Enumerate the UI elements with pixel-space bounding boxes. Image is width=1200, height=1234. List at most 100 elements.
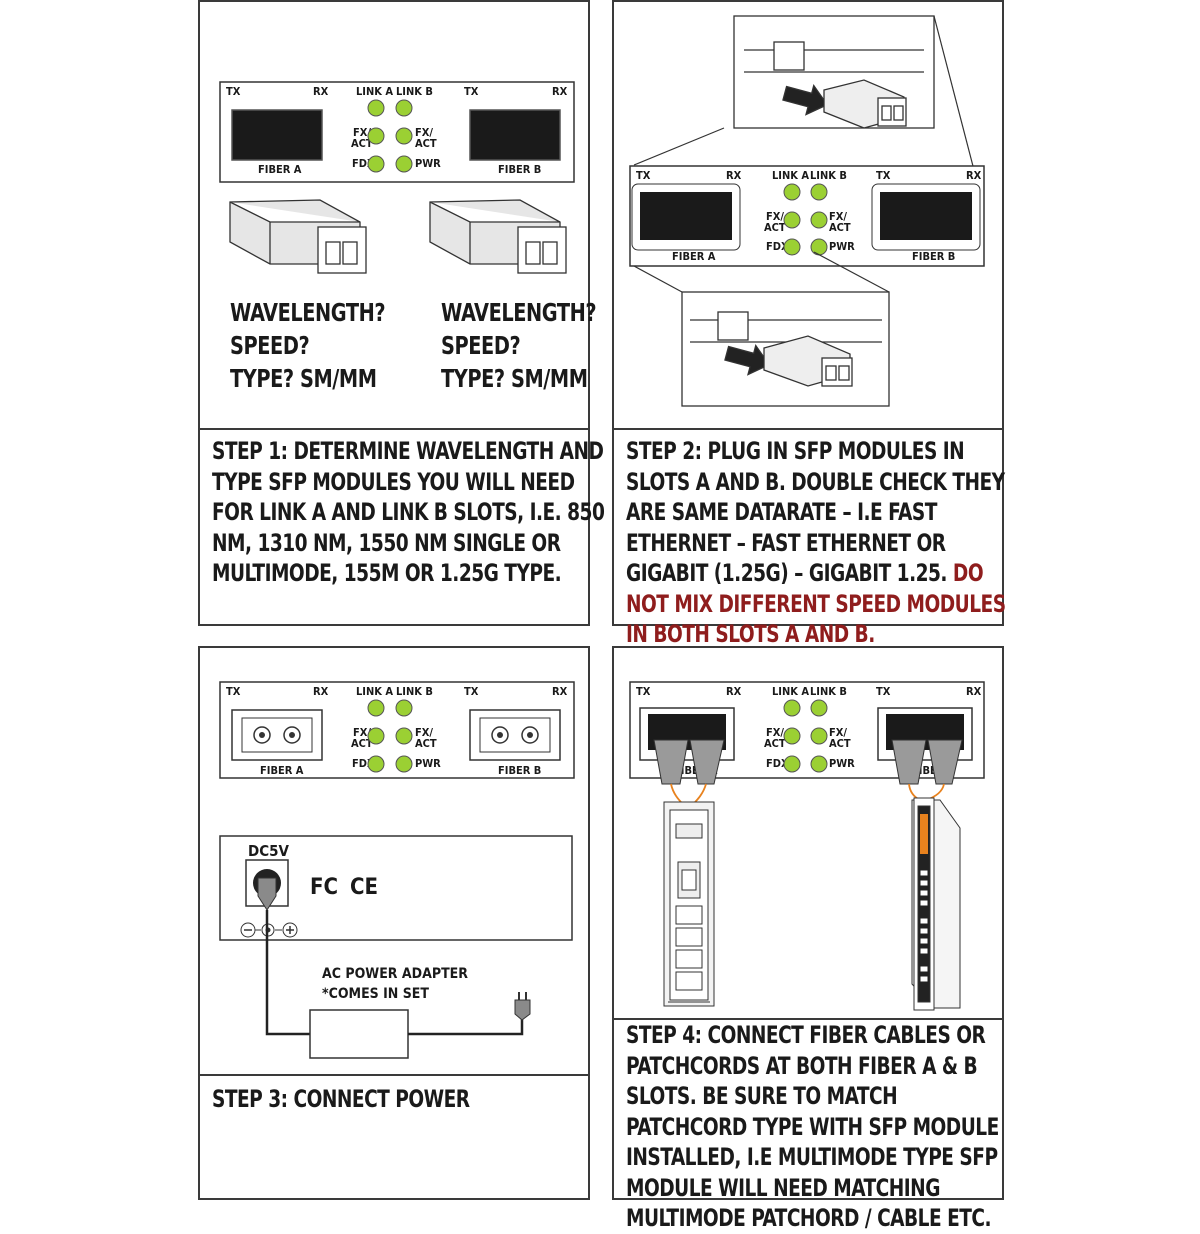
svg-text:FIBER B: FIBER B bbox=[498, 764, 541, 777]
led-link-a bbox=[367, 99, 385, 117]
fiber-b-label: FIBER B bbox=[498, 163, 541, 176]
rx-label-b: RX bbox=[966, 169, 982, 182]
tx-label-b: TX bbox=[464, 85, 479, 98]
led-pwr bbox=[395, 155, 413, 173]
dc5v-label: DC5V bbox=[248, 842, 289, 860]
question-speed: SPEED? bbox=[230, 331, 310, 360]
pwr-label: PWR bbox=[415, 157, 441, 170]
media-converter-front-panel: TX RX FIBER A LINK A LINK B FX/ ACT FX/ … bbox=[629, 681, 985, 779]
step4-divider bbox=[614, 1018, 1002, 1020]
step1-illustration: TX RX FIBER A LINK A LINK B FX/ ACT FX/ … bbox=[219, 81, 575, 274]
svg-text:FDX: FDX bbox=[766, 757, 789, 770]
step4-panel: TX RX FIBER A LINK A LINK B FX/ ACT FX/ … bbox=[612, 646, 1004, 1232]
svg-text:RX: RX bbox=[313, 685, 329, 698]
step1-divider bbox=[200, 428, 588, 430]
svg-text:LINK A: LINK A bbox=[772, 685, 809, 698]
adapter-label: AC POWER ADAPTER bbox=[322, 966, 468, 982]
fx-label-b: FX/ bbox=[415, 126, 433, 139]
svg-text:TX: TX bbox=[226, 685, 241, 698]
sfp-b-questions: WAVELENGTH? SPEED? TYPE? SM/MM bbox=[441, 296, 597, 395]
svg-text:FX/: FX/ bbox=[829, 210, 847, 223]
sfp-module-b bbox=[429, 199, 567, 274]
fiber-a-label: FIBER A bbox=[672, 250, 716, 263]
polarity-symbol-icon bbox=[240, 922, 298, 938]
tx-label-b: TX bbox=[876, 169, 891, 182]
svg-text:TX: TX bbox=[876, 685, 891, 698]
media-converter-front-panel: TX RX FIBER A LINK A LINK B FX/ ACT FX/ … bbox=[219, 681, 575, 779]
sfp-module-a bbox=[229, 199, 367, 274]
question-speed: SPEED? bbox=[441, 331, 521, 360]
svg-text:TX: TX bbox=[636, 685, 651, 698]
link-a-label: LINK A bbox=[772, 169, 809, 182]
question-wavelength: WAVELENGTH? bbox=[230, 298, 386, 327]
media-converter-front-panel: TX RX FIBER A LINK A LINK B FX/ ACT FX/ … bbox=[219, 81, 575, 183]
svg-text:FX/: FX/ bbox=[415, 726, 433, 739]
link-b-label: LINK B bbox=[810, 169, 847, 182]
act-label: ACT bbox=[351, 137, 373, 150]
link-a-label: LINK A bbox=[356, 85, 393, 98]
svg-text:ACT: ACT bbox=[764, 737, 786, 750]
act-label-b: ACT bbox=[415, 137, 437, 150]
svg-text:ACT: ACT bbox=[829, 737, 851, 750]
rear-power-panel: DC5V FC CE bbox=[219, 835, 573, 941]
svg-text:TX: TX bbox=[464, 685, 479, 698]
industrial-switch-device bbox=[663, 801, 715, 1007]
network-switch-device bbox=[911, 797, 961, 1011]
fiber-a-patchcord bbox=[653, 739, 725, 889]
led-fx-b bbox=[395, 127, 413, 145]
sfp-a-questions: WAVELENGTH? SPEED? TYPE? SM/MM bbox=[230, 296, 386, 395]
svg-text:FDX: FDX bbox=[766, 240, 789, 253]
link-b-label: LINK B bbox=[396, 85, 433, 98]
tx-label: TX bbox=[636, 169, 651, 182]
ac-plug-icon bbox=[514, 999, 531, 1021]
question-wavelength: WAVELENGTH? bbox=[441, 298, 597, 327]
step4-illustration: TX RX FIBER A LINK A LINK B FX/ ACT FX/ … bbox=[629, 681, 985, 1011]
svg-text:PWR: PWR bbox=[829, 240, 855, 253]
svg-text:ACT: ACT bbox=[764, 221, 786, 234]
step2-text: STEP 2: PLUG IN SFP MODULES IN SLOTS A A… bbox=[626, 436, 1020, 650]
step1-panel: TX RX FIBER A LINK A LINK B FX/ ACT FX/ … bbox=[198, 0, 605, 626]
svg-text:PWR: PWR bbox=[829, 757, 855, 770]
svg-text:PWR: PWR bbox=[415, 757, 441, 770]
step2-divider bbox=[614, 428, 1002, 430]
media-converter-front-panel: TX RX FIBER A LINK A LINK B FX/ ACT FX/ … bbox=[629, 165, 985, 267]
step2-warning: DO NOT MIX DIFFERENT SPEED MODULES IN BO… bbox=[626, 559, 1006, 648]
rx-label-b: RX bbox=[552, 85, 568, 98]
svg-text:FX/: FX/ bbox=[766, 210, 784, 223]
ce-logo: CE bbox=[350, 875, 378, 900]
svg-text:LINK B: LINK B bbox=[396, 685, 433, 698]
step3-panel: TX RX FIBER A LINK A LINK B FX/ ACT FX/ … bbox=[198, 646, 590, 1200]
question-type: TYPE? SM/MM bbox=[441, 364, 588, 393]
svg-text:RX: RX bbox=[726, 685, 742, 698]
led-fx-a bbox=[367, 127, 385, 145]
fiber-a-label: FIBER A bbox=[258, 163, 302, 176]
adapter-box bbox=[309, 1009, 409, 1059]
question-type: TYPE? SM/MM bbox=[230, 364, 377, 393]
svg-text:RX: RX bbox=[552, 685, 568, 698]
step3-divider bbox=[200, 1074, 588, 1076]
svg-text:FIBER A: FIBER A bbox=[260, 764, 304, 777]
svg-text:FX/: FX/ bbox=[353, 726, 371, 739]
svg-text:LINK A: LINK A bbox=[356, 685, 393, 698]
svg-text:ACT: ACT bbox=[415, 737, 437, 750]
dc-plug-icon bbox=[257, 877, 277, 911]
fiber-b-label: FIBER B bbox=[912, 250, 955, 263]
step4-text: STEP 4: CONNECT FIBER CABLES OR PATCHCOR… bbox=[626, 1021, 999, 1232]
led-fdx bbox=[367, 155, 385, 173]
fiber-b-patchcord bbox=[891, 739, 963, 839]
adapter-note: *COMES IN SET bbox=[322, 986, 429, 1002]
step2-panel: TX RX FIBER A LINK A LINK B FX/ ACT FX/ … bbox=[612, 0, 1006, 648]
svg-text:RX: RX bbox=[966, 685, 982, 698]
svg-text:FX/: FX/ bbox=[766, 726, 784, 739]
step1-text: STEP 1: DETERMINE WAVELENGTH AND TYPE SF… bbox=[212, 437, 605, 587]
zoom-inset-top bbox=[733, 15, 935, 129]
led-link-b bbox=[395, 99, 413, 117]
fcc-logo: FC bbox=[310, 875, 338, 900]
tx-label: TX bbox=[226, 85, 241, 98]
step2-illustration: TX RX FIBER A LINK A LINK B FX/ ACT FX/ … bbox=[629, 15, 985, 407]
svg-text:LINK B: LINK B bbox=[810, 685, 847, 698]
rx-label: RX bbox=[726, 169, 742, 182]
rx-label: RX bbox=[313, 85, 329, 98]
svg-text:FX/: FX/ bbox=[829, 726, 847, 739]
svg-text:ACT: ACT bbox=[351, 737, 373, 750]
